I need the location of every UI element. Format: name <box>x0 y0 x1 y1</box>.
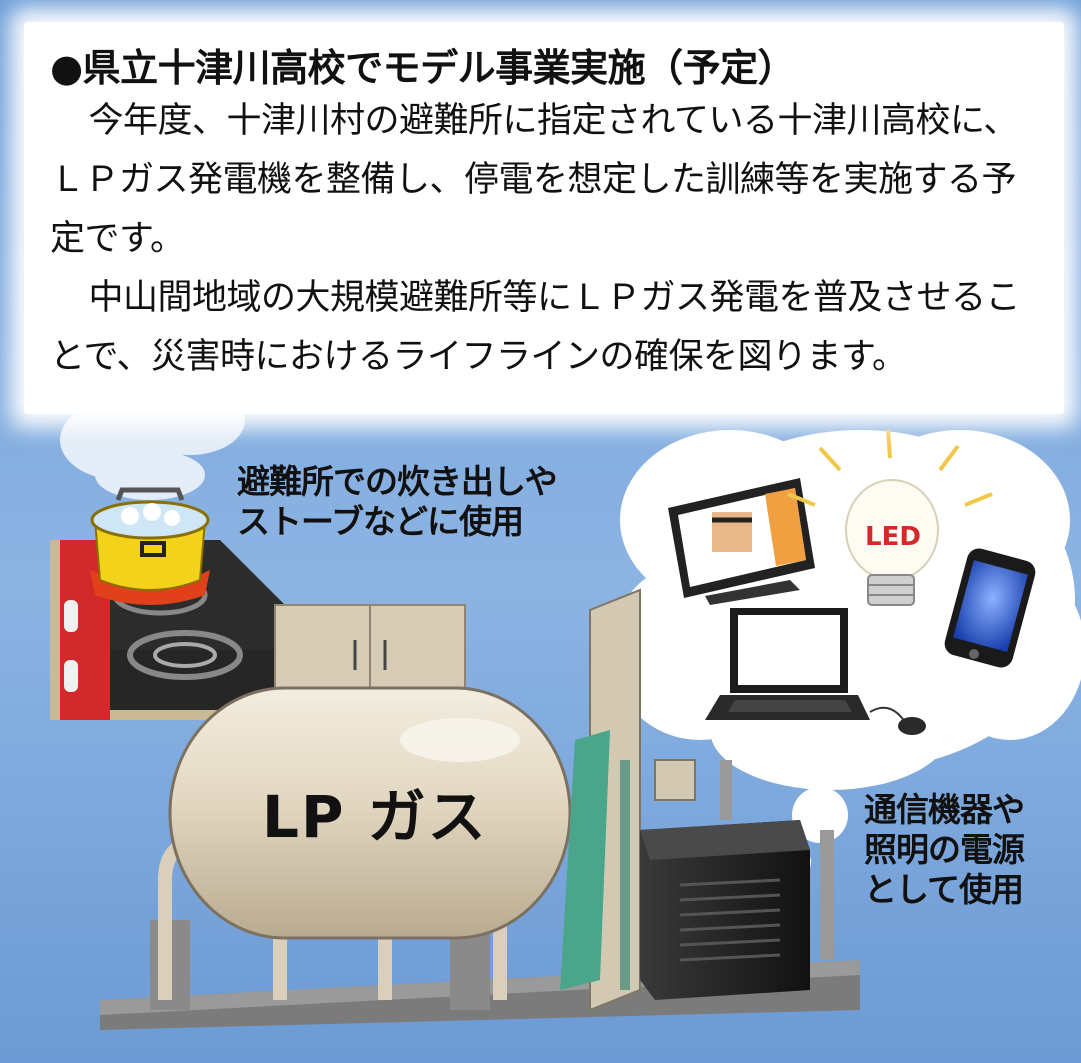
tank-label: LP ガス <box>262 783 488 851</box>
cooking-caption: 避難所での炊き出しや ストーブなどに使用 <box>237 462 558 542</box>
pipe-frame <box>560 588 834 1012</box>
led-label: LED <box>865 522 921 552</box>
notice-paragraph-2: 中山間地域の大規模避難所等にＬＰガス発電を普及させることで、災害時におけるライフ… <box>50 278 1021 377</box>
cooking-caption-line-2: ストーブなどに使用 <box>237 502 524 541</box>
tv-monitor-icon <box>668 478 815 605</box>
cooking-pot-icon <box>90 487 210 605</box>
notice-title: ●県立十津川高校でモデル事業実施（予定） <box>50 46 796 90</box>
mouse-icon <box>869 706 926 735</box>
power-caption: 通信機器や 照明の電源 として使用 <box>864 790 1025 910</box>
lp-gas-tank-icon <box>168 686 572 940</box>
smartphone-icon <box>944 548 1036 668</box>
power-caption-line-1: 通信機器や <box>864 790 1025 829</box>
notice-box: ●県立十津川高校でモデル事業実施（予定） 今年度、十津川村の避難所に指定されてい… <box>24 22 1064 414</box>
cooking-caption-line-1: 避難所での炊き出しや <box>237 462 558 501</box>
control-box <box>274 604 466 701</box>
generator-icon <box>640 820 810 1000</box>
led-bulb-icon: LED <box>787 429 993 606</box>
laptop-icon <box>705 608 870 720</box>
notice-paragraph-1: 今年度、十津川村の避難所に指定されている十津川高校に、ＬＰガス発電機を整備し、停… <box>50 101 1018 259</box>
power-caption-line-3: として使用 <box>864 870 1024 909</box>
power-caption-line-2: 照明の電源 <box>864 830 1025 869</box>
